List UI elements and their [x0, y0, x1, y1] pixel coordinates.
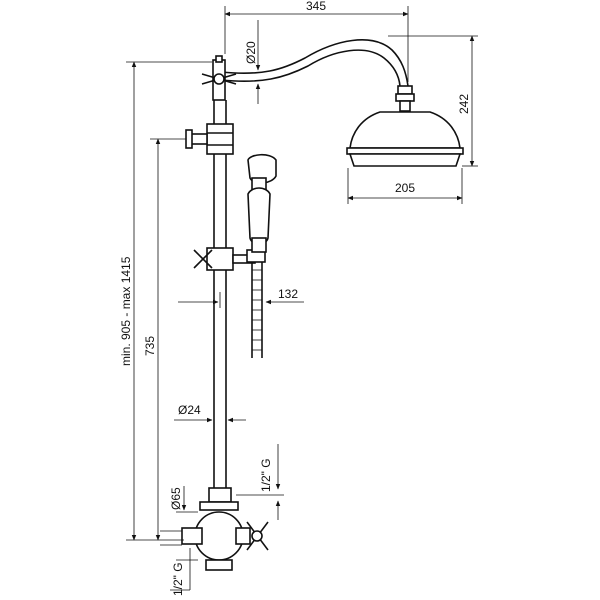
dimension-mixer-diameter: Ø65 [169, 486, 198, 561]
wall-bracket [185, 129, 208, 149]
dimension-head-diameter: 205 [347, 168, 463, 204]
dimension-total-height: min. 905 - max 1415 [119, 61, 212, 541]
hand-shower [247, 153, 277, 253]
dimension-head-height: 242 [388, 35, 478, 167]
dim-label-head-diameter: 205 [395, 181, 415, 195]
dimension-arm-reach: 345 [224, 0, 409, 82]
dim-label-outlet-thread: 1/2" G [259, 458, 273, 492]
dim-label-mixer-diameter: Ø65 [169, 487, 183, 510]
dim-label-riser-height: 735 [143, 336, 157, 356]
dim-label-pipe-diameter: Ø20 [244, 41, 258, 64]
dim-label-hand-shower-offset: 132 [278, 287, 298, 301]
dim-label-head-height: 242 [457, 94, 471, 114]
dim-label-rail-diameter: Ø24 [178, 403, 201, 417]
dim-label-inlet-thread: 1/2" G [171, 562, 185, 596]
dimension-outlet-thread: 1/2" G [236, 444, 284, 520]
top-diverter [201, 55, 237, 101]
dim-label-arm-reach: 345 [306, 0, 326, 13]
dimension-pipe-diameter: Ø20 [244, 20, 261, 104]
dimension-rail-diameter: Ø24 [174, 403, 246, 423]
dim-label-total-height: min. 905 - max 1415 [119, 256, 133, 366]
dimension-riser-height: 735 [143, 138, 186, 541]
shower-head [346, 85, 464, 167]
riser-rail [206, 100, 234, 490]
mixer-body [181, 487, 269, 571]
dimension-hand-shower-offset: 132 [178, 287, 304, 308]
dimension-inlet-thread: 1/2" G [160, 530, 191, 596]
shower-arm [220, 39, 409, 87]
shower-hose [251, 262, 263, 358]
